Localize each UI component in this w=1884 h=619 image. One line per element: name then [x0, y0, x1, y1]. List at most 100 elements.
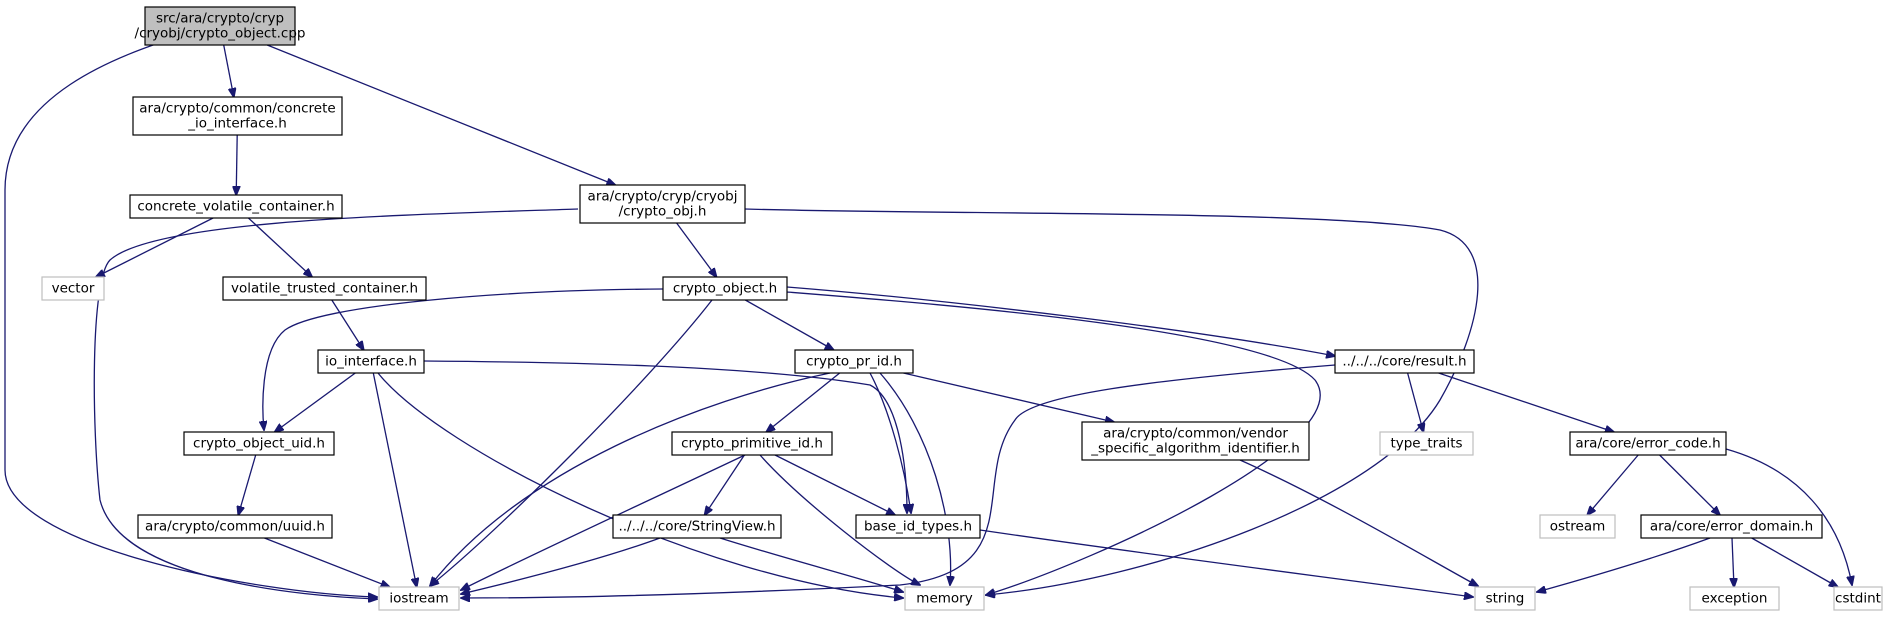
- node-crypto_object_h[interactable]: crypto_object.h: [662, 276, 788, 301]
- node-error_domain[interactable]: ara/core/error_domain.h: [1640, 514, 1823, 539]
- node-crypto_object_uid[interactable]: crypto_object_uid.h: [183, 431, 335, 456]
- edge-crypto_pr_id-to-base_id_types: [869, 372, 911, 513]
- edge-crypto_object_h-to-crypto_object_uid: [263, 288, 664, 430]
- edge-crypto_primitive_id-to-stringview: [705, 454, 745, 515]
- edge-result-to-error_code: [1438, 372, 1614, 432]
- node-string: string: [1474, 586, 1536, 611]
- node-ostream: ostream: [1539, 514, 1616, 539]
- node-concrete_volatile[interactable]: concrete_volatile_container.h: [129, 194, 343, 219]
- edge-crypto_obj-to-memory: [744, 208, 1479, 595]
- edge-error_code-to-cstdint: [1725, 448, 1852, 585]
- node-memory: memory: [904, 586, 985, 611]
- node-label: crypto_pr_id.h: [806, 354, 902, 370]
- node-base_id_types[interactable]: base_id_types.h: [855, 514, 981, 539]
- edge-result-to-type_traits: [1406, 372, 1424, 432]
- node-label: crypto_object_uid.h: [193, 436, 325, 452]
- edge-crypto_primitive_id-to-base_id_types: [774, 454, 895, 515]
- node-box: [1474, 586, 1536, 611]
- node-iostream: iostream: [378, 586, 460, 611]
- node-stringview[interactable]: ../../../core/StringView.h: [612, 514, 782, 539]
- node-crypto_obj[interactable]: ara/crypto/cryp/cryobj/crypto_obj.h: [579, 184, 746, 224]
- edge-crypto_obj-to-iostream: [93, 208, 579, 599]
- node-box: [132, 96, 343, 136]
- edge-error_domain-to-cstdint: [1751, 537, 1838, 587]
- edge-io_interface-to-iostream: [372, 372, 416, 587]
- node-volatile_trusted[interactable]: volatile_trusted_container.h: [222, 276, 427, 301]
- node-label: type_traits: [1390, 436, 1462, 452]
- node-label: concrete_volatile_container.h: [137, 199, 334, 215]
- node-box: [904, 586, 985, 611]
- node-result[interactable]: ../../../core/result.h: [1334, 349, 1475, 374]
- node-label: ara/crypto/common/concrete: [139, 101, 335, 117]
- edge-crypto_object_h-to-crypto_pr_id: [744, 299, 833, 350]
- node-box: [855, 514, 981, 539]
- node-label: io_interface.h: [325, 354, 417, 370]
- node-crypto_primitive_id[interactable]: crypto_primitive_id.h: [671, 431, 833, 456]
- edge-root-to-concrete_io: [223, 44, 234, 97]
- node-box: [579, 184, 746, 224]
- edge-crypto_obj-to-crypto_object_h: [676, 222, 717, 277]
- edge-concrete_volatile-to-volatile_trusted: [247, 217, 312, 277]
- node-cstdint: cstdint: [1833, 586, 1883, 611]
- node-label: string: [1486, 591, 1525, 607]
- node-root[interactable]: src/ara/crypto/cryp/cryobj/crypto_object…: [135, 6, 306, 46]
- edge-error_code-to-ostream: [1587, 454, 1639, 515]
- node-box: [129, 194, 343, 219]
- node-box: [41, 276, 105, 301]
- node-error_code[interactable]: ara/core/error_code.h: [1569, 431, 1727, 456]
- edge-error_domain-to-string: [1537, 537, 1711, 592]
- node-label: ostream: [1550, 519, 1606, 535]
- node-label: crypto_primitive_id.h: [681, 436, 823, 452]
- node-box: [1379, 431, 1474, 456]
- edge-root-to-iostream: [4, 34, 377, 597]
- node-label: vector: [52, 281, 95, 297]
- edge-stringview-to-iostream: [461, 537, 661, 594]
- edge-concrete_io-to-concrete_volatile: [236, 134, 237, 195]
- node-box: [1833, 586, 1883, 611]
- node-label: ara/crypto/common/uuid.h: [145, 519, 325, 535]
- node-label: /cryobj/crypto_object.cpp: [135, 26, 306, 42]
- node-label: ../../../core/StringView.h: [618, 519, 775, 535]
- node-uuid[interactable]: ara/crypto/common/uuid.h: [137, 514, 333, 539]
- node-box: [1640, 514, 1823, 539]
- node-box: [1689, 586, 1780, 611]
- node-label: ara/core/error_code.h: [1575, 436, 1720, 452]
- node-io_interface[interactable]: io_interface.h: [317, 349, 425, 374]
- edge-crypto_object_h-to-memory: [786, 291, 1321, 595]
- edge-error_code-to-error_domain: [1659, 454, 1720, 515]
- node-box: [137, 514, 333, 539]
- node-box: [183, 431, 335, 456]
- node-box: [1539, 514, 1616, 539]
- node-vendor_specific[interactable]: ara/crypto/common/vendor_specific_algori…: [1081, 421, 1310, 461]
- node-label: ../../../core/result.h: [1342, 354, 1466, 370]
- edge-io_interface-to-memory: [377, 372, 903, 598]
- node-exception: exception: [1689, 586, 1780, 611]
- node-label: crypto_object.h: [673, 281, 777, 297]
- node-label: ara/crypto/common/vendor: [1103, 426, 1288, 442]
- edge-crypto_pr_id-to-vendor_specific: [903, 372, 1114, 422]
- node-box: [671, 431, 833, 456]
- node-box: [1569, 431, 1727, 456]
- edge-layer: [4, 34, 1852, 599]
- node-label: ara/core/error_domain.h: [1650, 519, 1813, 535]
- node-concrete_io[interactable]: ara/crypto/common/concrete_io_interface.…: [132, 96, 343, 136]
- node-crypto_pr_id[interactable]: crypto_pr_id.h: [794, 349, 914, 374]
- edge-crypto_object_h-to-iostream: [430, 299, 713, 586]
- node-label: cstdint: [1835, 591, 1881, 607]
- node-label: volatile_trusted_container.h: [231, 281, 418, 297]
- node-box: [1334, 349, 1475, 374]
- node-box: [794, 349, 914, 374]
- node-label: ara/crypto/cryp/cryobj: [588, 189, 738, 205]
- edge-uuid-to-iostream: [264, 537, 389, 587]
- edge-stringview-to-memory: [719, 537, 903, 592]
- node-label: iostream: [389, 591, 448, 607]
- node-box: [317, 349, 425, 374]
- edge-io_interface-to-crypto_object_uid: [275, 372, 356, 432]
- edge-crypto_pr_id-to-iostream: [430, 372, 831, 586]
- edge-crypto_pr_id-to-crypto_primitive_id: [766, 372, 841, 432]
- node-type_traits: type_traits: [1379, 431, 1474, 456]
- node-label: _io_interface.h: [187, 116, 287, 132]
- edge-crypto_primitive_id-to-iostream: [461, 454, 746, 590]
- node-label: _specific_algorithm_identifier.h: [1090, 441, 1300, 457]
